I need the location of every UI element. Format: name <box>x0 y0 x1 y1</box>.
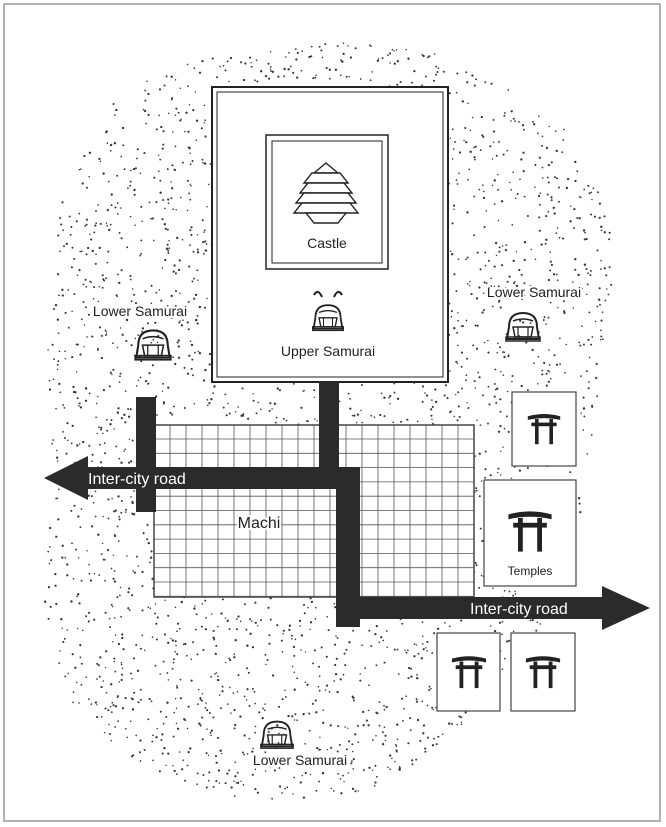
temple-box-top <box>511 391 577 467</box>
temple-box-bottom-right <box>510 632 576 712</box>
road-spur-castle <box>319 382 339 467</box>
samurai-helmet-icon <box>504 311 542 343</box>
pagoda-castle-icon <box>292 162 360 224</box>
temples-label: Temples <box>508 564 553 578</box>
road-east-label: Inter-city road <box>470 601 568 618</box>
temple-box-bottom-left <box>436 632 501 712</box>
road-east-arrow <box>336 586 650 630</box>
machi-grid-lines <box>154 425 474 597</box>
castle-label: Castle <box>307 235 347 251</box>
lower-samurai-left-label: Lower Samurai <box>93 303 187 319</box>
road-spur-left <box>136 397 156 512</box>
road-west-label: Inter-city road <box>88 471 186 488</box>
upper-samurai-label: Upper Samurai <box>281 343 375 359</box>
samurai-helmet-icon <box>311 291 345 332</box>
samurai-helmet-icon <box>134 329 172 361</box>
machi-label: Machi <box>238 515 281 532</box>
road-west-arrow <box>44 456 338 500</box>
outer-frame <box>3 3 661 822</box>
machi-grid <box>153 424 475 598</box>
road-network <box>44 382 650 630</box>
lower-samurai-bottom-label: Lower Samurai <box>253 752 347 768</box>
temple-box-main <box>483 479 577 587</box>
lower-samurai-right-label: Lower Samurai <box>487 284 581 300</box>
